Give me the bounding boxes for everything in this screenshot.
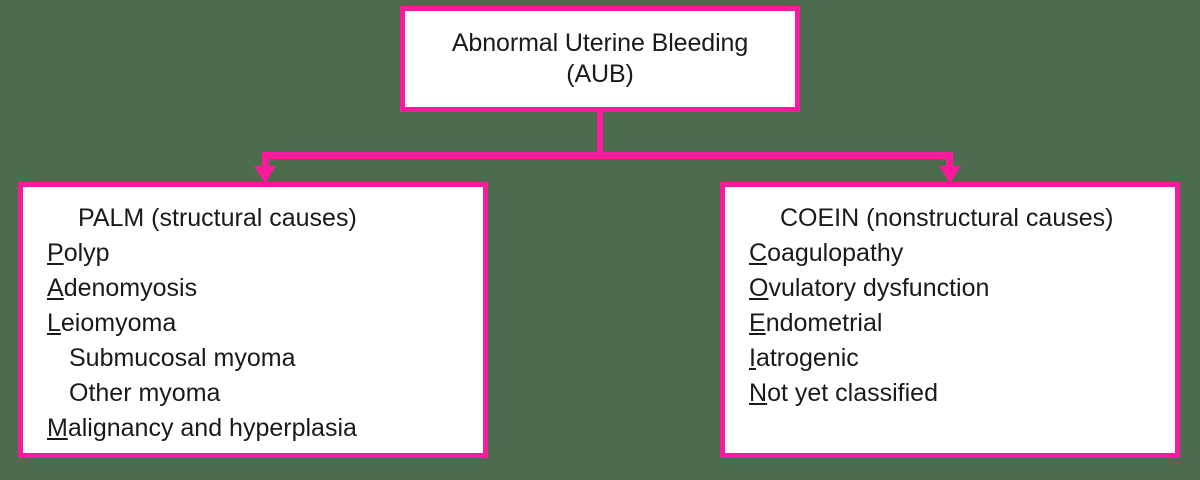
coein-item-not-yet-classified-initial: N xyxy=(749,379,768,407)
coein-header: COEIN (nonstructural causes) xyxy=(780,204,1114,232)
palm-item-leiomyoma-initial: L xyxy=(47,309,61,337)
coein-item-endometrial: Endometrial xyxy=(725,306,1175,341)
branch-node-palm: PALM (structural causes) Polyp Adenomyos… xyxy=(18,182,488,458)
palm-subitem-submucosal-myoma: Submucosal myoma xyxy=(23,341,483,376)
palm-item-malignancy-rest: alignancy and hyperplasia xyxy=(67,414,357,442)
root-node-abnormal-uterine-bleeding: Abnormal Uterine Bleeding (AUB) xyxy=(400,6,800,112)
root-title-line-2: (AUB) xyxy=(566,60,634,88)
palm-subitem-submucosal-myoma-label: Submucosal myoma xyxy=(69,344,296,372)
coein-item-endometrial-initial: E xyxy=(749,309,766,337)
palm-subitem-other-myoma-label: Other myoma xyxy=(69,379,221,407)
palm-content: PALM (structural causes) Polyp Adenomyos… xyxy=(23,187,483,453)
connector-drop-right xyxy=(946,152,953,168)
root-title-line-1: Abnormal Uterine Bleeding xyxy=(451,29,749,57)
palm-item-polyp-rest: olyp xyxy=(63,239,110,267)
palm-item-malignancy-and-hyperplasia: Malignancy and hyperplasia xyxy=(23,411,483,446)
coein-item-endometrial-rest: ndometrial xyxy=(765,309,883,337)
coein-item-iatrogenic-rest: atrogenic xyxy=(755,344,859,372)
coein-item-ovulatory-initial: O xyxy=(749,274,769,302)
palm-item-adenomyosis-initial: A xyxy=(47,274,64,302)
palm-item-polyp: Polyp xyxy=(23,236,483,271)
palm-item-adenomyosis: Adenomyosis xyxy=(23,271,483,306)
coein-item-coagulopathy-rest: oagulopathy xyxy=(767,239,904,267)
coein-item-ovulatory-rest: vulatory dysfunction xyxy=(768,274,990,302)
coein-item-coagulopathy-initial: C xyxy=(749,239,768,267)
connector-drop-left xyxy=(262,152,269,168)
connector-stem-vertical xyxy=(597,112,603,158)
palm-item-leiomyoma: Leiomyoma xyxy=(23,306,483,341)
coein-item-iatrogenic: Iatrogenic xyxy=(725,341,1175,376)
arrow-head-right-icon xyxy=(939,166,961,183)
coein-item-coagulopathy: Coagulopathy xyxy=(725,236,1175,271)
coein-item-not-yet-classified: Not yet classified xyxy=(725,376,1175,411)
coein-content: COEIN (nonstructural causes) Coagulopath… xyxy=(725,187,1175,453)
arrow-head-left-icon xyxy=(254,166,276,183)
palm-subitem-other-myoma: Other myoma xyxy=(23,376,483,411)
coein-item-ovulatory-dysfunction: Ovulatory dysfunction xyxy=(725,271,1175,306)
palm-item-leiomyoma-rest: eiomyoma xyxy=(60,309,177,337)
connector-bus-horizontal xyxy=(262,152,953,159)
coein-item-iatrogenic-initial: I xyxy=(749,344,756,372)
palm-header: PALM (structural causes) xyxy=(78,204,357,232)
palm-item-polyp-initial: P xyxy=(47,239,64,267)
palm-item-malignancy-initial: M xyxy=(47,414,68,442)
branch-node-coein: COEIN (nonstructural causes) Coagulopath… xyxy=(720,182,1180,458)
coein-item-not-yet-classified-rest: ot yet classified xyxy=(767,379,938,407)
palm-item-adenomyosis-rest: denomyosis xyxy=(63,274,198,302)
